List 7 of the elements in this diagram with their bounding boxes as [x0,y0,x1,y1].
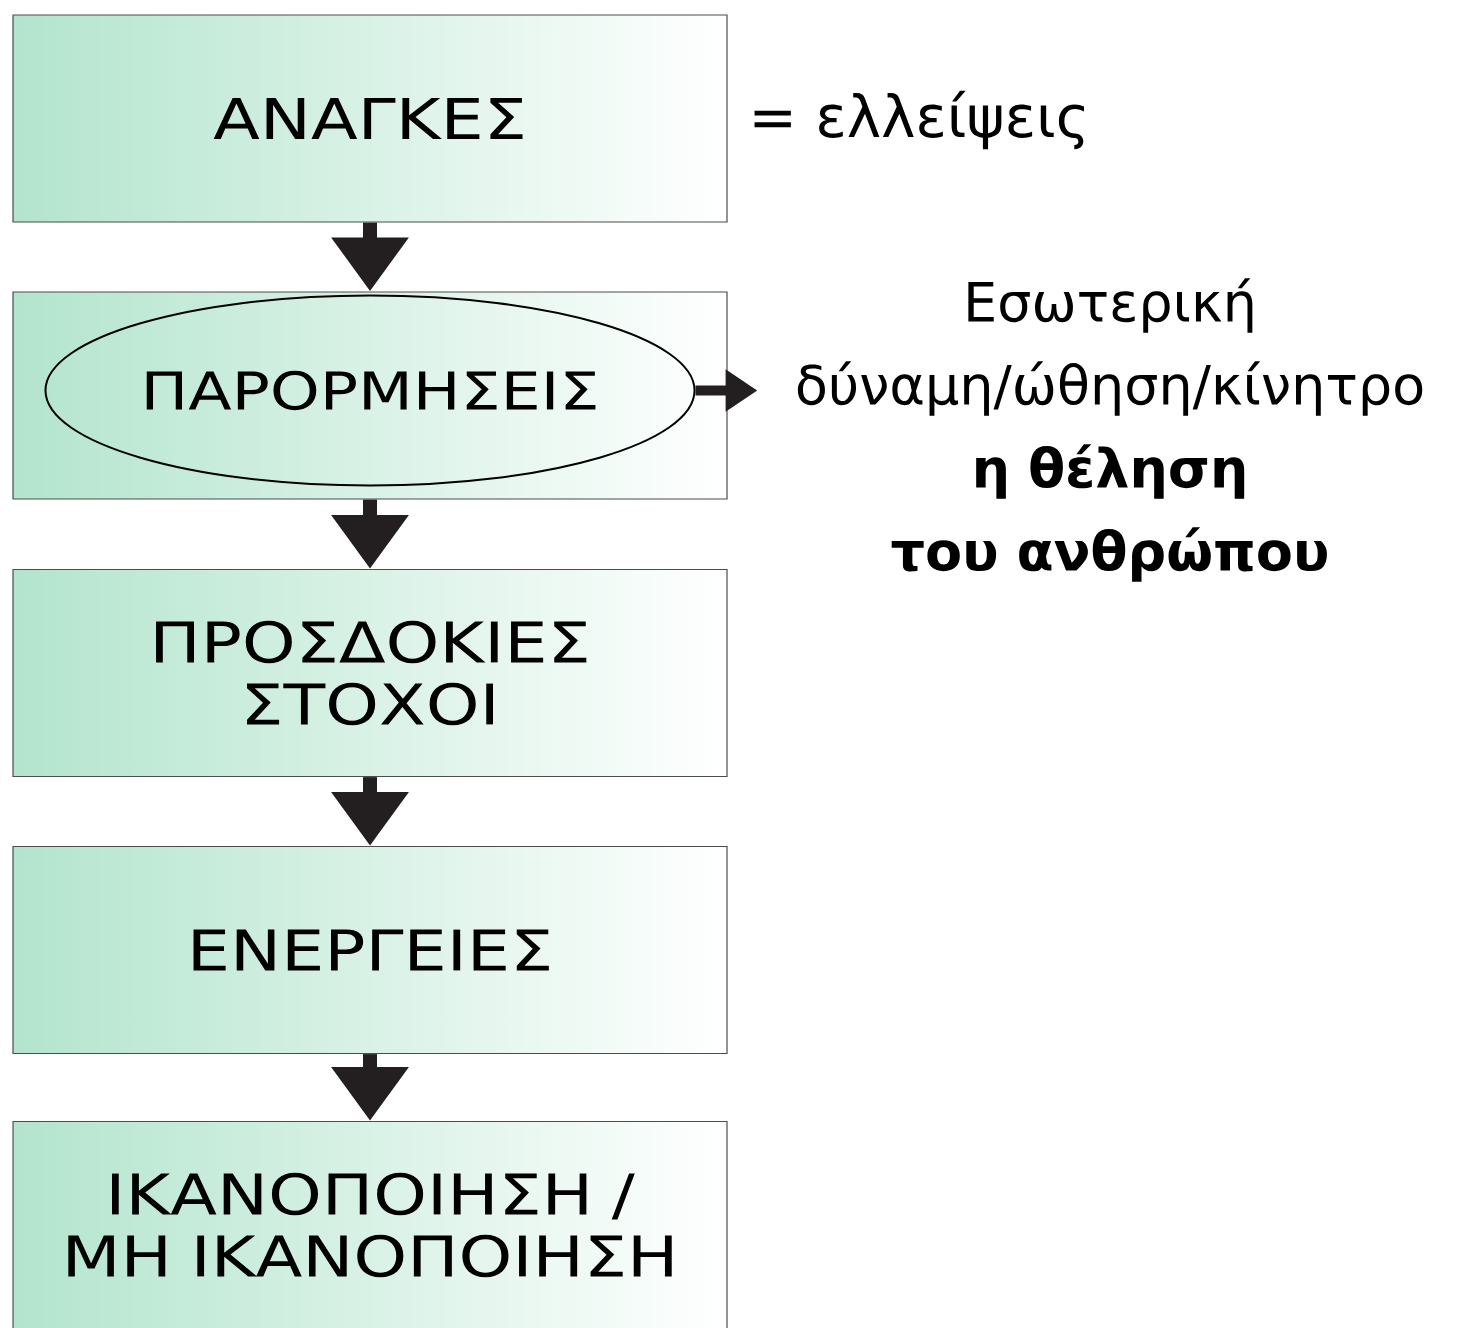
process-box: ΠΡΟΣΔΟΚΙΕΣ ΣΤΟΧΟΙ [12,568,728,778]
side-note: = ελλείψεις [754,90,1084,150]
process-box [12,291,728,500]
process-box: ΑΝΑΓΚΕΣ [12,14,728,223]
description-text: Εσωτερική δύναμη/ώθηση/κίνητρο η θέληση του ανθρώπου [797,278,1423,582]
process-box: ΙΚΑΝΟΠΟΙΗΣΗ / ΜΗ ΙΚΑΝΟΠΟΙΗΣΗ [12,1120,728,1328]
process-box: ΕΝΕΡΓΕΙΕΣ [12,845,728,1055]
